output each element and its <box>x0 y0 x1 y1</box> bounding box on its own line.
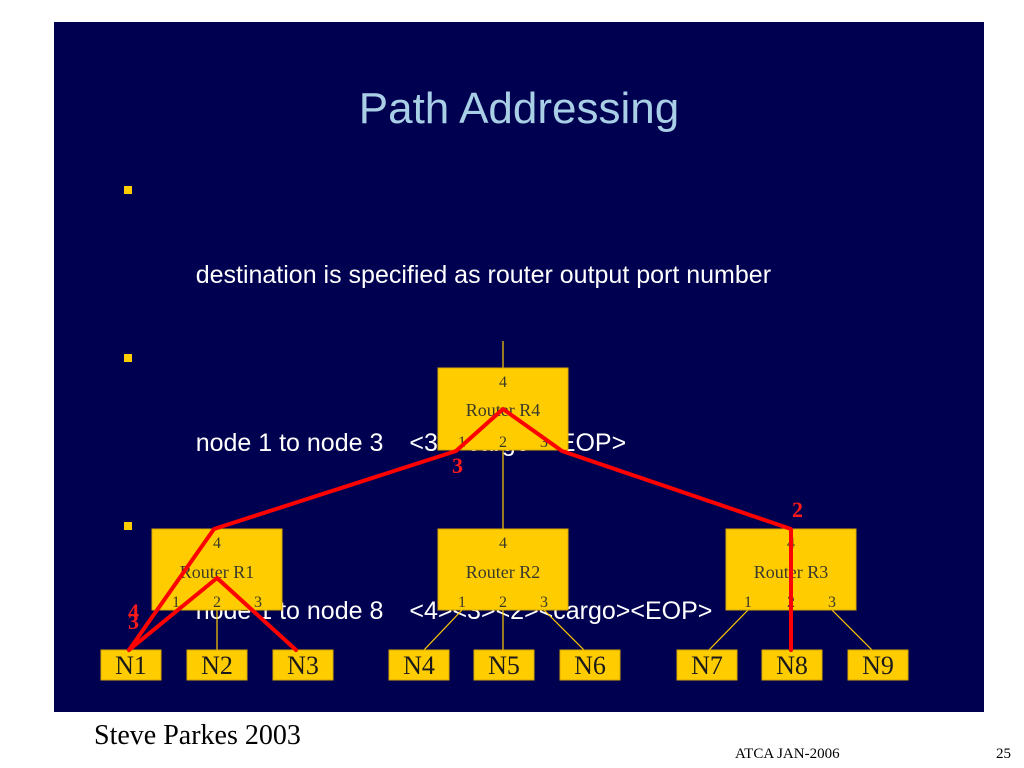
r2-n6-wire <box>543 609 585 651</box>
router-port: 1 <box>172 594 180 611</box>
node-label: N5 <box>488 651 520 680</box>
node-n1: N1 <box>100 649 162 681</box>
path-port-label: 4 <box>128 599 139 624</box>
node-label: N7 <box>691 651 723 680</box>
node-n8: N8 <box>761 649 823 681</box>
router-label: Router R1 <box>180 562 255 582</box>
node-box <box>559 649 621 681</box>
path-node1-to-node8 <box>127 407 793 652</box>
router-box <box>437 528 569 611</box>
node-box <box>847 649 909 681</box>
router-port: 1 <box>458 434 466 451</box>
network-diagram: 4 Router R4 1 2 3 4 Router R1 1 2 3 4 Ro… <box>100 341 909 681</box>
footer-event: ATCA JAN-2006 <box>735 746 840 762</box>
node-label: N4 <box>403 651 435 680</box>
r2-n4-wire <box>423 609 463 651</box>
wires <box>216 341 873 651</box>
slide: Path Addressing destination is specified… <box>54 22 984 712</box>
router-port: 3 <box>540 594 548 611</box>
router-port: 1 <box>458 594 466 611</box>
node-label: N9 <box>862 651 894 680</box>
page-number: 25 <box>996 746 1011 762</box>
author-credit: Steve Parkes 2003 <box>94 720 301 751</box>
routing-paths <box>127 407 793 652</box>
node-n7: N7 <box>676 649 738 681</box>
router-label: Router R2 <box>466 562 541 582</box>
node-n5: N5 <box>473 649 535 681</box>
path-node1-to-node3 <box>127 576 298 652</box>
bullet-text: node 1 to node 3 <box>195 429 384 457</box>
router-port: 2 <box>499 594 507 611</box>
router-port: 2 <box>499 434 507 451</box>
path-port-label: 2 <box>792 497 803 522</box>
node-label: N8 <box>776 651 808 680</box>
slide-title: Path Addressing <box>358 84 680 133</box>
node-label: N3 <box>287 651 319 680</box>
node-box <box>676 649 738 681</box>
router-top-port: 4 <box>213 535 221 552</box>
bullet-marker-icon <box>124 354 132 362</box>
router-port: 3 <box>540 434 548 451</box>
router-r1: 4 Router R1 1 2 3 <box>151 528 283 611</box>
node-n3: N3 <box>272 649 334 681</box>
bullet-marker-icon <box>124 522 132 530</box>
router-r2: 4 Router R2 1 2 3 <box>437 528 569 611</box>
bullet-text: destination is specified as router outpu… <box>195 261 772 289</box>
node-box <box>388 649 450 681</box>
bullet-item: destination is specified as router outpu… <box>118 170 771 338</box>
r3-n7-wire <box>708 609 749 651</box>
r3-n9-wire <box>831 609 873 651</box>
node-box <box>186 649 248 681</box>
router-port: 2 <box>213 594 221 611</box>
end-nodes: N1 N2 N3 N4 N5 N6 <box>100 649 909 681</box>
node-label: N1 <box>115 651 147 680</box>
bullet-marker-icon <box>124 186 132 194</box>
node-n6: N6 <box>559 649 621 681</box>
node-label: N2 <box>201 651 233 680</box>
node-box <box>761 649 823 681</box>
router-top-port: 4 <box>499 374 507 391</box>
path-port-label: 3 <box>128 609 139 634</box>
node-n2: N2 <box>186 649 248 681</box>
path-port-label: 3 <box>452 453 463 478</box>
router-box <box>151 528 283 611</box>
router-port: 3 <box>828 594 836 611</box>
router-top-port: 4 <box>499 535 507 552</box>
router-port: 3 <box>254 594 262 611</box>
router-port: 1 <box>744 594 752 611</box>
node-label: N6 <box>574 651 606 680</box>
node-box <box>272 649 334 681</box>
node-n9: N9 <box>847 649 909 681</box>
node-n4: N4 <box>388 649 450 681</box>
node-box <box>473 649 535 681</box>
